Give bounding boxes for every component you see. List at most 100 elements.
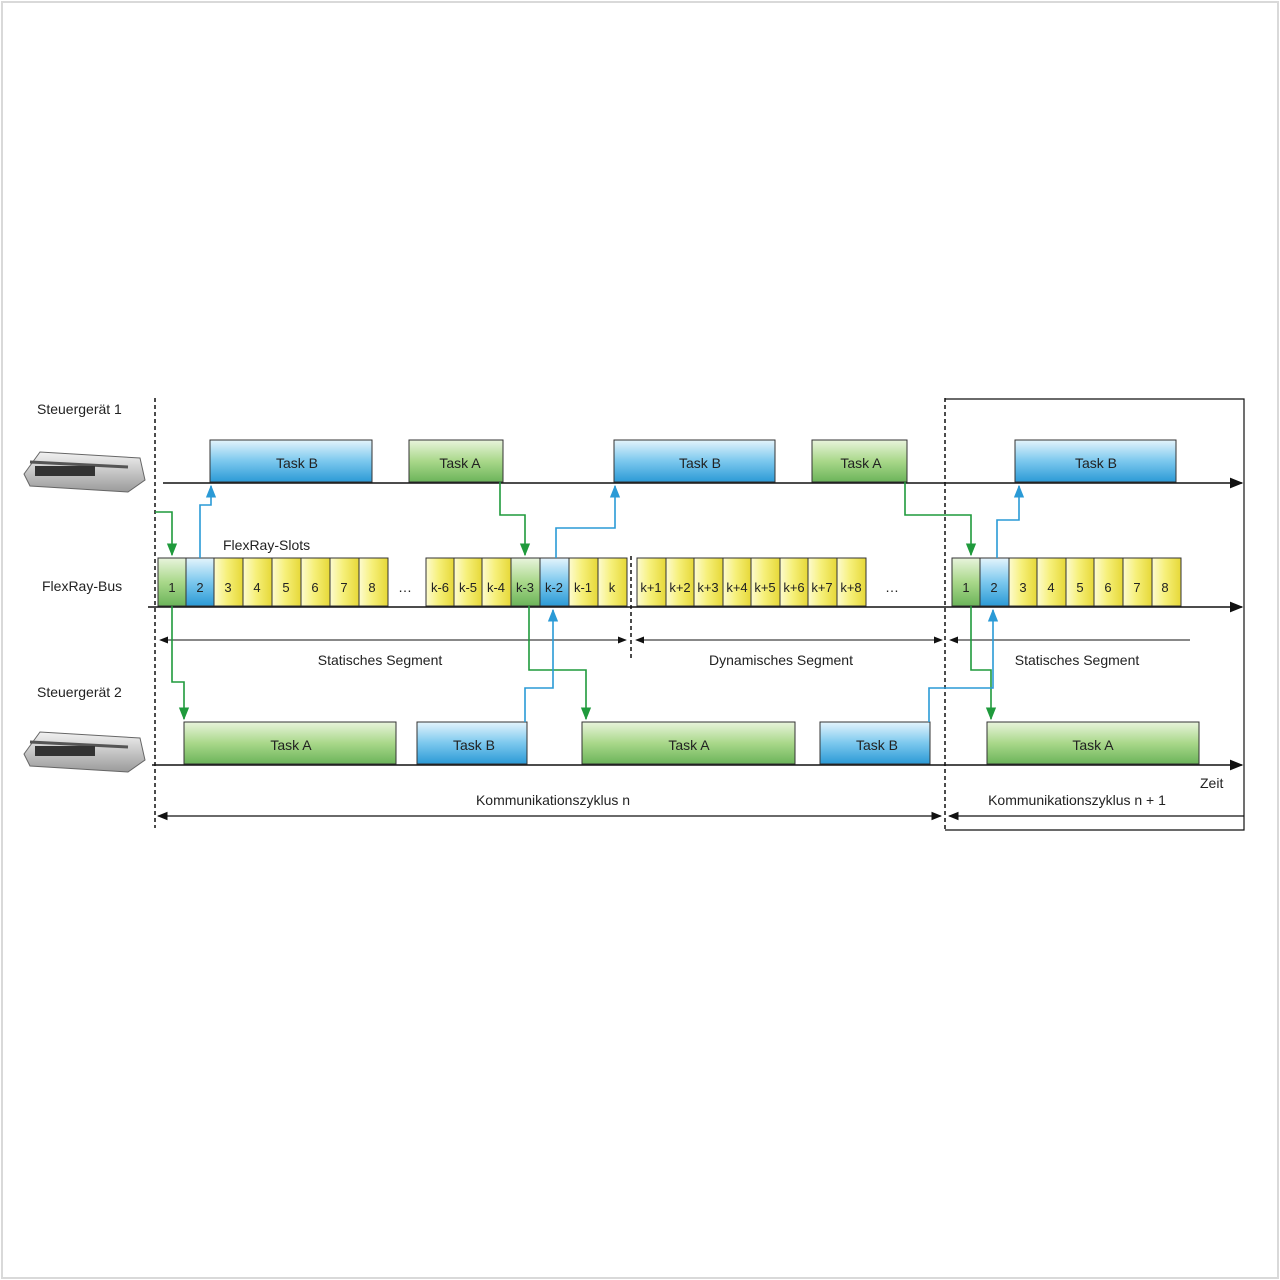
slot-label: 7 bbox=[340, 580, 347, 595]
flexray-slot: 3 bbox=[1008, 557, 1038, 607]
slot-group-next-static: 1 2 3 4 5 6 7 8 bbox=[951, 557, 1182, 607]
next-cycle-frame bbox=[945, 398, 1245, 831]
task-label: Task B bbox=[679, 455, 721, 471]
slot-label: 2 bbox=[990, 580, 997, 595]
task-label: Task A bbox=[439, 455, 481, 471]
slot-label: k+7 bbox=[811, 580, 832, 595]
next-static-segment-label: Statisches Segment bbox=[1015, 652, 1140, 668]
flexray-slot: k bbox=[597, 557, 628, 607]
ecu2-task-2: Task B bbox=[416, 721, 528, 765]
flexray-slot: 8 bbox=[358, 557, 389, 607]
cycle-n1-label: Kommunikationszyklus n + 1 bbox=[988, 792, 1166, 808]
flow-arrow bbox=[524, 608, 559, 722]
data-flow-arrows bbox=[155, 482, 1025, 722]
slot-label: k+6 bbox=[783, 580, 804, 595]
slot-label: k+3 bbox=[697, 580, 718, 595]
flexray-slot: k+4 bbox=[722, 557, 752, 607]
ecu1-task-1: Task B bbox=[209, 439, 373, 483]
flow-arrow bbox=[171, 606, 190, 721]
task-label: Task B bbox=[453, 737, 495, 753]
slots-ellipsis-1: … bbox=[398, 579, 412, 595]
slot-group-static-start: 1 2 3 4 5 6 7 8 bbox=[157, 557, 389, 607]
slot-label: k-5 bbox=[459, 580, 477, 595]
task-label: Task A bbox=[840, 455, 882, 471]
slot-label: k bbox=[609, 580, 616, 595]
slot-label: 6 bbox=[1104, 580, 1111, 595]
flexray-slot: k-5 bbox=[453, 557, 483, 607]
flexray-slot: 3 bbox=[213, 557, 244, 607]
flexray-slot: k+5 bbox=[750, 557, 781, 607]
slot-label: 8 bbox=[368, 580, 375, 595]
flexray-slot: 5 bbox=[1065, 557, 1095, 607]
slots-ellipsis-2: … bbox=[885, 579, 899, 595]
bus-label: FlexRay-Bus bbox=[42, 578, 122, 594]
flexray-slot: k-1 bbox=[568, 557, 599, 607]
slot-label: 6 bbox=[311, 580, 318, 595]
flexray-slot: 5 bbox=[271, 557, 302, 607]
flexray-slot: 8 bbox=[1151, 557, 1182, 607]
flexray-slot: 6 bbox=[300, 557, 331, 607]
slot-label: 3 bbox=[224, 580, 231, 595]
slot-label: 5 bbox=[1076, 580, 1083, 595]
flexray-slot: 2 bbox=[979, 557, 1010, 607]
ecu2-task-1: Task A bbox=[183, 721, 397, 765]
flexray-slot: k+2 bbox=[665, 557, 695, 607]
slot-label: 5 bbox=[282, 580, 289, 595]
flexray-slot: k-4 bbox=[481, 557, 512, 607]
slot-label: k-3 bbox=[516, 580, 534, 595]
flow-arrow bbox=[970, 606, 997, 721]
slot-label: k+2 bbox=[669, 580, 690, 595]
slot-label: 4 bbox=[1047, 580, 1054, 595]
ecu1-task-2: Task A bbox=[408, 439, 504, 483]
flexray-slot: k-2 bbox=[539, 557, 570, 607]
flow-arrow bbox=[555, 484, 621, 558]
flexray-slot: k-3 bbox=[510, 557, 541, 607]
flexray-slot: k-6 bbox=[425, 557, 455, 607]
flexray-slot: 1 bbox=[951, 557, 981, 607]
ecu1-label: Steuergerät 1 bbox=[37, 401, 122, 417]
flexray-slot: 7 bbox=[1122, 557, 1153, 607]
slot-label: 7 bbox=[1133, 580, 1140, 595]
slot-label: k+5 bbox=[754, 580, 775, 595]
flexray-slot: k+3 bbox=[693, 557, 724, 607]
dynamic-segment-label: Dynamisches Segment bbox=[709, 652, 853, 668]
slot-label: k+4 bbox=[726, 580, 747, 595]
slot-group-static-end: k-6 k-5 k-4 k-3 k-2 k-1 k bbox=[425, 557, 628, 607]
slot-label: 2 bbox=[196, 580, 203, 595]
slot-label: k+8 bbox=[840, 580, 861, 595]
slots-heading: FlexRay-Slots bbox=[223, 537, 310, 553]
task-label: Task B bbox=[276, 455, 318, 471]
flexray-slot: 7 bbox=[329, 557, 360, 607]
flow-arrow bbox=[996, 484, 1025, 558]
task-label: Task B bbox=[1075, 455, 1117, 471]
flow-arrow bbox=[199, 484, 217, 558]
flexray-slot: k+1 bbox=[636, 557, 667, 607]
ecu2-task-4: Task B bbox=[819, 721, 931, 765]
time-axis-label: Zeit bbox=[1200, 775, 1223, 791]
flexray-slot: 4 bbox=[1036, 557, 1067, 607]
cycle-n-label: Kommunikationszyklus n bbox=[476, 792, 630, 808]
task-label: Task A bbox=[668, 737, 710, 753]
slot-label: k-6 bbox=[431, 580, 449, 595]
flow-arrow bbox=[499, 482, 531, 557]
flow-arrow bbox=[155, 511, 178, 557]
ecu1-icon bbox=[23, 451, 146, 493]
flexray-slot: 4 bbox=[242, 557, 273, 607]
slot-label: 4 bbox=[253, 580, 260, 595]
ecu2-task-3: Task A bbox=[581, 721, 796, 765]
ecu1-task-5: Task B bbox=[1014, 439, 1177, 483]
slot-label: k-2 bbox=[545, 580, 563, 595]
ecu1-task-3: Task B bbox=[613, 439, 776, 483]
slot-label: k+1 bbox=[640, 580, 661, 595]
flexray-slot: k+7 bbox=[807, 557, 838, 607]
flow-arrow bbox=[904, 482, 977, 557]
flexray-slot: 1 bbox=[157, 557, 187, 607]
slot-label: 1 bbox=[168, 580, 175, 595]
flexray-slot: 2 bbox=[185, 557, 215, 607]
task-label: Task B bbox=[856, 737, 898, 753]
slot-label: 3 bbox=[1019, 580, 1026, 595]
ecu2-task-5: Task A bbox=[986, 721, 1200, 765]
ecu1-task-4: Task A bbox=[811, 439, 908, 483]
